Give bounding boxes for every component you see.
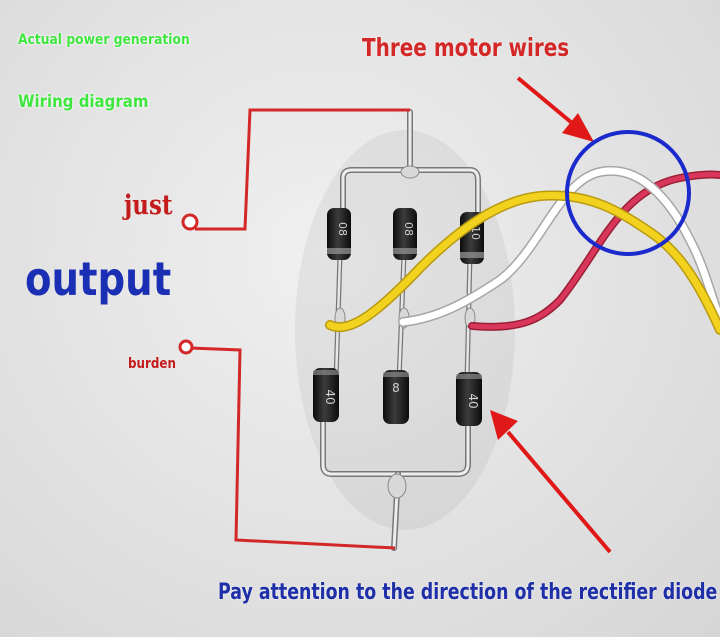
arrow-to-wires	[516, 76, 594, 142]
diode-marking: 40	[466, 393, 480, 408]
three-motor-wires-label: Three motor wires	[362, 33, 570, 62]
wires-highlight-circle	[565, 130, 691, 256]
diode-top-middle: 08	[393, 208, 417, 260]
diode-direction-note: Pay attention to the direction of the re…	[218, 580, 718, 605]
positive-label: just	[124, 190, 173, 221]
output-label: output	[25, 252, 172, 306]
diode-marking: 40	[323, 389, 337, 404]
diode-top-left: 08	[327, 208, 351, 260]
actual-power-label: Actual power generation	[18, 32, 190, 48]
diode-bottom-left: 40	[313, 368, 339, 422]
wiring-annotation-lines	[189, 108, 410, 550]
negative-terminal-marker	[178, 339, 194, 355]
arrow-to-diode	[490, 410, 612, 554]
negative-label: burden	[128, 356, 176, 372]
diode-marking: 8	[392, 381, 400, 395]
diode-marking: 08	[336, 222, 349, 236]
wiring-diagram-label: Wiring diagram	[18, 92, 149, 112]
diode-marking: 08	[402, 222, 415, 236]
diode-bottom-middle: 8	[383, 370, 409, 424]
motor-wires	[325, 165, 720, 335]
positive-terminal-marker	[181, 213, 199, 231]
diode-bottom-right: 40	[456, 372, 482, 426]
